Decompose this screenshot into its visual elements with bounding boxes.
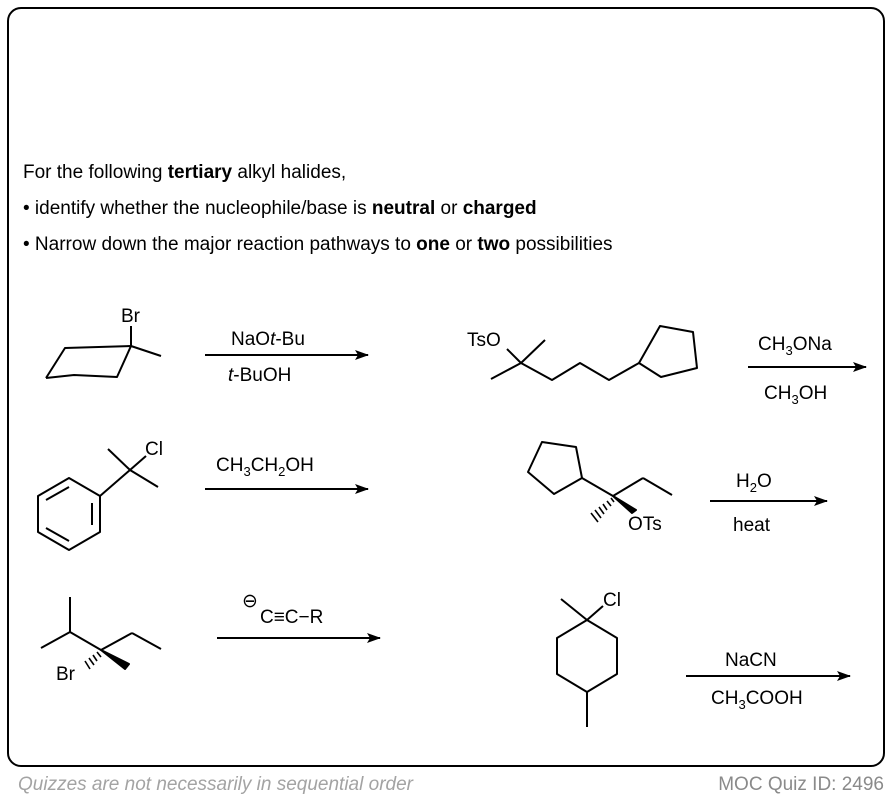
reagent-1-bottom: t-BuOH: [228, 365, 291, 386]
substrate-2-tertiary-tosylate: [490, 325, 698, 381]
reagent-6-top: NaCN: [725, 650, 777, 671]
reagent-4-top: H2O: [736, 471, 772, 495]
substrate-6-chloro-dimethylcyclohexane: [556, 598, 618, 727]
substrate-2-label: TsO: [467, 330, 501, 351]
substrate-4-cyclopentyl-tosylate: [527, 441, 673, 523]
reagent-6-bottom: CH3COOH: [711, 688, 803, 712]
substrate-5-bromo-dimethylpentane: [40, 597, 162, 670]
substrate-6-label: Cl: [603, 590, 621, 611]
quiz-frame: [7, 7, 885, 767]
substrate-3-cumyl-chloride: [37, 448, 159, 551]
footer-note: Quizzes are not necessarily in sequentia…: [18, 774, 413, 795]
reagent-3-top: CH3CH2OH: [216, 455, 314, 479]
instruction-line-1: For the following tertiary alkyl halides…: [23, 162, 347, 183]
quiz-id: MOC Quiz ID: 2496: [718, 774, 884, 795]
substrate-1-label: Br: [121, 306, 141, 327]
substrate-3-label: Cl: [145, 439, 163, 460]
reagent-2-bottom: CH3OH: [764, 383, 827, 407]
substrate-5-label: Br: [56, 664, 76, 685]
instruction-line-2: • identify whether the nucleophile/base …: [23, 198, 537, 219]
instruction-line-3: • Narrow down the major reaction pathway…: [23, 234, 613, 255]
reagent-5-charge: ⊖: [242, 591, 258, 612]
substrate-1-bromo-methylcyclohexane: [45, 326, 162, 379]
reagent-4-bottom: heat: [733, 515, 771, 536]
reagent-5-top: C≡C−R: [260, 607, 323, 628]
reagent-2-top: CH3ONa: [758, 334, 832, 358]
substrate-4-label: OTs: [628, 514, 662, 535]
reagent-1-top: NaOt-Bu: [231, 329, 305, 350]
